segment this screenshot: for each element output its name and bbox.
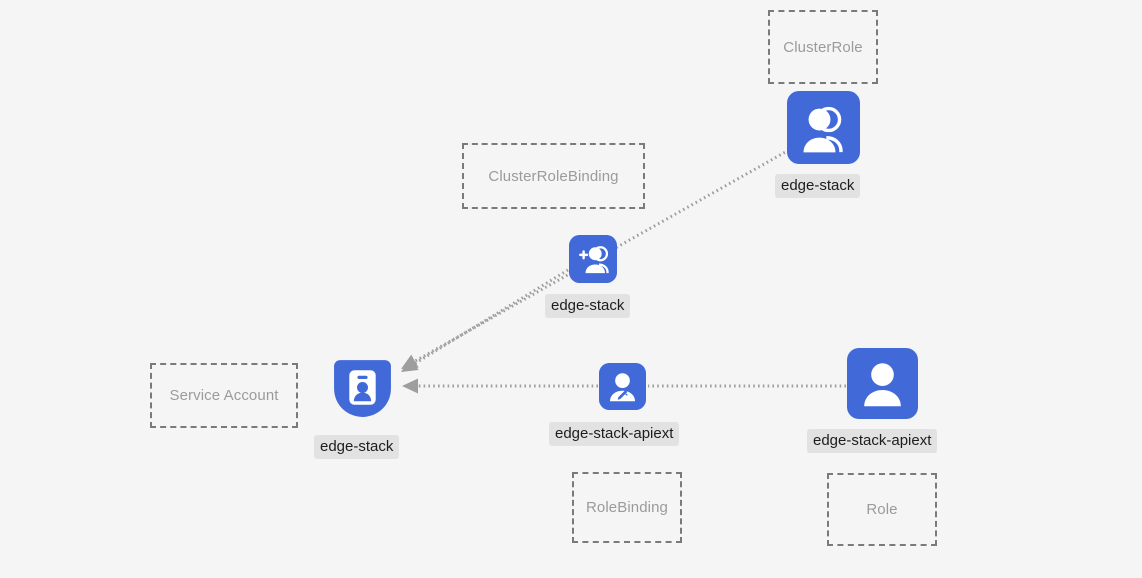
- node-name-chip: edge-stack: [314, 435, 400, 460]
- kind-box-label: Service Account: [169, 387, 279, 404]
- node-rolebinding-node[interactable]: [599, 363, 646, 410]
- person-icon[interactable]: [847, 348, 918, 419]
- add-person-icon[interactable]: [569, 235, 617, 283]
- node-name-chip: edge-stack-apiext: [549, 422, 680, 447]
- kind-box-label: Role: [866, 501, 898, 518]
- kind-box-clusterrolebinding: ClusterRoleBinding: [462, 143, 645, 209]
- service-account-badge-icon[interactable]: [330, 356, 395, 421]
- node-name-chip: edge-stack: [545, 294, 631, 319]
- kind-box-label: RoleBinding: [586, 499, 668, 516]
- node-clusterrole-node[interactable]: [787, 91, 860, 164]
- kind-box-rolebinding: RoleBinding: [572, 472, 682, 543]
- kind-box-label: ClusterRole: [783, 38, 863, 56]
- edge-rolebinding-to-serviceaccount-arrowhead: [402, 378, 418, 394]
- person-edit-icon[interactable]: [599, 363, 646, 410]
- node-role-node[interactable]: [847, 348, 918, 419]
- kind-box-serviceaccount: Service Account: [150, 363, 298, 428]
- edge-clusterrole-to-serviceaccount-arrowhead: [401, 354, 419, 369]
- group-people-icon[interactable]: [787, 91, 860, 164]
- node-name-chip: edge-stack-apiext: [807, 429, 938, 454]
- node-name-chip: edge-stack: [775, 174, 861, 199]
- node-serviceaccount-node[interactable]: [330, 356, 395, 421]
- edge-clusterrolebinding-to-serviceaccount: [407, 268, 569, 369]
- node-clusterrolebinding-node[interactable]: [569, 235, 617, 283]
- kind-box-clusterrole: ClusterRole: [768, 10, 878, 84]
- kind-box-role: Role: [827, 473, 937, 546]
- kind-box-label: ClusterRoleBinding: [488, 167, 619, 185]
- edge-clusterrolebinding-to-serviceaccount-arrowhead: [401, 357, 419, 372]
